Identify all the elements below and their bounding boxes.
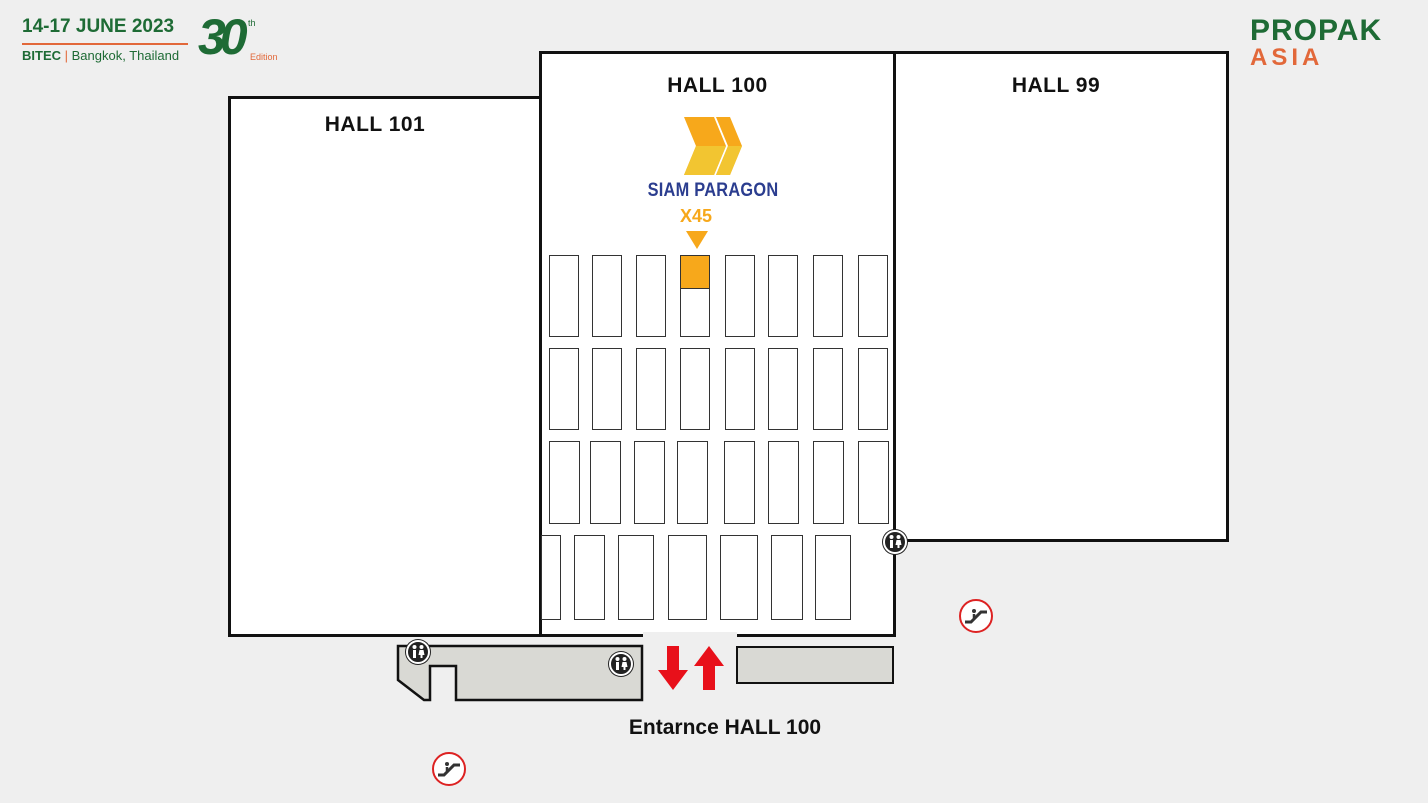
booth	[815, 535, 851, 620]
restroom-icon	[883, 530, 907, 554]
down-arrow-icon	[658, 646, 688, 690]
highlighted-booth[interactable]	[680, 255, 710, 289]
event-dates: 14-17 JUNE 2023	[22, 16, 175, 37]
restroom-icon	[406, 640, 430, 664]
edition-suffix: th	[248, 18, 256, 28]
hall-100-title: HALL 100	[667, 74, 768, 97]
event-divider-line	[22, 43, 188, 45]
logo-line-2: ASIA	[1250, 44, 1324, 71]
booth	[725, 348, 755, 430]
siam-paragon-logo-icon	[684, 117, 742, 175]
venue-separator: |	[64, 48, 69, 63]
edition-number: 30	[198, 9, 248, 65]
hall-101-title: HALL 101	[324, 113, 426, 136]
booth	[768, 441, 799, 524]
service-area-right	[736, 646, 894, 684]
escalator-icon	[959, 599, 993, 633]
booth	[768, 255, 798, 337]
booth	[541, 535, 561, 620]
booth	[549, 348, 579, 430]
entrance-label: Entarnce HALL 100	[628, 716, 822, 739]
booth	[592, 348, 622, 430]
restroom-icon	[609, 652, 633, 676]
up-arrow-icon	[694, 646, 724, 690]
booth	[858, 255, 888, 337]
booth	[574, 535, 605, 620]
venue-city: Bangkok, Thailand	[71, 48, 180, 63]
booth	[636, 348, 666, 430]
booth	[858, 348, 888, 430]
entrance-gap	[643, 632, 737, 638]
booth	[858, 441, 889, 524]
booth	[590, 441, 621, 524]
propak-asia-logo: PROPAK ASIA	[1250, 14, 1420, 74]
booth	[634, 441, 665, 524]
booth	[618, 535, 654, 620]
event-branding: 14-17 JUNE 2023 BITEC | Bangkok, Thailan…	[20, 9, 280, 78]
booth	[668, 535, 707, 620]
exhibitor-name: SIAM PARAGON	[647, 180, 779, 201]
booth-number: X45	[679, 206, 713, 226]
booth	[813, 255, 843, 337]
booth	[636, 255, 666, 337]
edition-word: Edition	[250, 52, 278, 62]
booth	[720, 535, 758, 620]
booth	[725, 255, 755, 337]
booth	[592, 255, 622, 337]
booth	[768, 348, 798, 430]
booth	[677, 441, 708, 524]
event-venue: BITEC | Bangkok, Thailand	[22, 48, 179, 63]
booth	[680, 348, 710, 430]
booth	[813, 441, 844, 524]
booth	[724, 441, 755, 524]
venue-name: BITEC	[22, 48, 61, 63]
service-area-left	[396, 644, 644, 702]
hall-99-title: HALL 99	[1011, 74, 1101, 97]
booth	[549, 441, 580, 524]
escalator-icon	[432, 752, 466, 786]
booth	[549, 255, 579, 337]
hall-101: HALL 101	[228, 96, 542, 637]
hall-99: HALL 99	[893, 51, 1229, 542]
booth	[771, 535, 803, 620]
edition-badge: 30 th Edition	[198, 9, 280, 76]
booth-pointer-icon	[686, 231, 708, 249]
logo-line-1: PROPAK	[1250, 14, 1383, 47]
booth	[813, 348, 843, 430]
